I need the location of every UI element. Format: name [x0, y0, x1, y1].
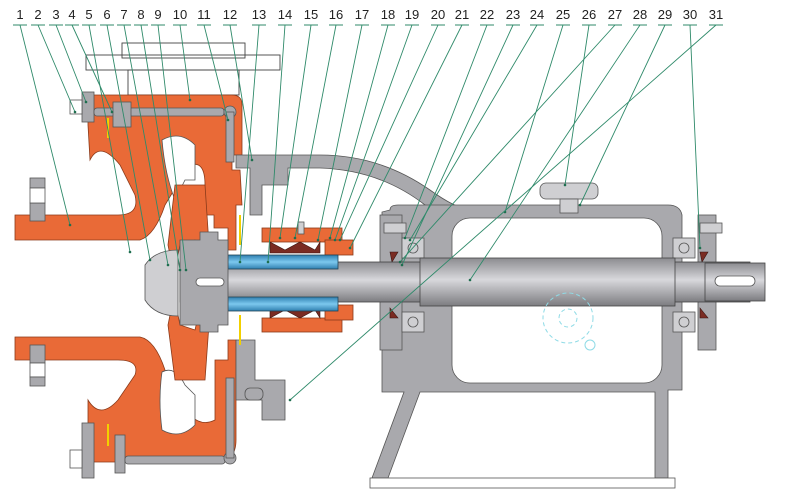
leader-dot-6	[148, 258, 152, 262]
leader-dot-11	[226, 118, 230, 122]
leader-dot-20	[338, 238, 342, 242]
leader-line-2	[31, 24, 76, 113]
part-label-7: 7	[120, 7, 127, 22]
part-label-5: 5	[85, 7, 92, 22]
leader-line-26	[564, 24, 596, 186]
leader-line-29	[579, 24, 672, 206]
leader-line-19	[334, 24, 419, 241]
leader-dot-15	[278, 236, 282, 240]
leader-line-6	[100, 24, 151, 261]
part-label-18: 18	[381, 7, 395, 22]
leader-line-24	[409, 24, 544, 241]
part-label-11: 11	[197, 7, 211, 22]
leader-line-25	[504, 24, 570, 213]
leader-dot-13	[238, 260, 242, 264]
leader-dot-7	[166, 263, 170, 267]
leader-dot-3	[84, 100, 88, 104]
part-label-27: 27	[608, 7, 622, 22]
part-label-28: 28	[633, 7, 647, 22]
part-label-16: 16	[329, 7, 343, 22]
leader-line-5	[82, 24, 131, 253]
part-label-12: 12	[223, 7, 237, 22]
leader-line-10	[173, 24, 191, 101]
aux-view-ghost	[542, 292, 596, 351]
part-label-14: 14	[278, 7, 292, 22]
part-label-25: 25	[556, 7, 570, 22]
part-label-29: 29	[658, 7, 672, 22]
leader-line-17	[317, 24, 369, 241]
leader-line-3	[49, 24, 87, 103]
leader-dot-1	[68, 223, 72, 227]
leader-line-7	[117, 24, 169, 266]
leader-line-22	[404, 24, 494, 239]
shaft-assembly	[144, 231, 766, 333]
leader-dot-18	[328, 236, 332, 240]
leader-dot-14	[266, 260, 270, 264]
leader-line-30	[683, 24, 701, 249]
part-label-15: 15	[304, 7, 318, 22]
leader-line-18	[329, 24, 395, 239]
leader-line-28	[469, 24, 647, 281]
part-label-23: 23	[506, 7, 520, 22]
part-label-6: 6	[103, 7, 110, 22]
leader-dot-8	[178, 268, 182, 272]
part-label-24: 24	[530, 7, 544, 22]
leader-dot-9	[184, 268, 188, 272]
mechanical-seal	[239, 215, 354, 345]
leader-dot-28	[468, 278, 472, 282]
leader-line-1	[13, 24, 71, 226]
part-label-2: 2	[34, 7, 41, 22]
part-label-21: 21	[455, 7, 469, 22]
part-label-9: 9	[154, 7, 161, 22]
part-label-3: 3	[52, 7, 59, 22]
part-label-13: 13	[252, 7, 266, 22]
leader-dot-27	[398, 260, 402, 264]
leader-line-8	[134, 24, 181, 271]
leader-dot-5	[128, 250, 132, 254]
part-label-30: 30	[683, 7, 697, 22]
leader-dot-24	[408, 238, 412, 242]
leader-dot-23	[400, 263, 404, 267]
leader-line-4	[65, 24, 113, 113]
leader-dot-4	[110, 110, 114, 114]
leader-line-20	[339, 24, 445, 241]
leader-line-31	[289, 24, 723, 401]
leader-dot-30	[698, 246, 702, 250]
part-label-22: 22	[480, 7, 494, 22]
leader-line-14	[267, 24, 292, 263]
leader-dot-17	[316, 238, 320, 242]
part-label-4: 4	[68, 7, 75, 22]
leader-dot-2	[73, 110, 77, 114]
part-label-31: 31	[709, 7, 723, 22]
part-label-8: 8	[137, 7, 144, 22]
leader-dot-31	[288, 398, 292, 402]
part-label-17: 17	[355, 7, 369, 22]
leader-dot-22	[403, 236, 407, 240]
leader-dot-10	[188, 98, 192, 102]
part-label-26: 26	[582, 7, 596, 22]
part-label-19: 19	[405, 7, 419, 22]
part-label-1: 1	[16, 7, 23, 22]
leader-dot-16	[293, 236, 297, 240]
leader-line-23	[401, 24, 520, 266]
flange-bolts	[29, 91, 237, 479]
leader-dot-12	[250, 158, 254, 162]
leader-dot-19	[333, 238, 337, 242]
leader-line-9	[151, 24, 187, 271]
leader-line-21	[349, 24, 469, 249]
leader-line-15	[279, 24, 318, 239]
leader-dot-29	[578, 203, 582, 207]
leader-line-11	[197, 24, 229, 121]
part-label-20: 20	[431, 7, 445, 22]
leader-line-13	[239, 24, 266, 263]
leader-dot-26	[563, 183, 567, 187]
leader-dot-21	[348, 246, 352, 250]
leader-line-27	[399, 24, 622, 263]
leader-line-12	[223, 24, 253, 161]
leader-line-16	[294, 24, 343, 239]
part-label-10: 10	[173, 7, 187, 22]
